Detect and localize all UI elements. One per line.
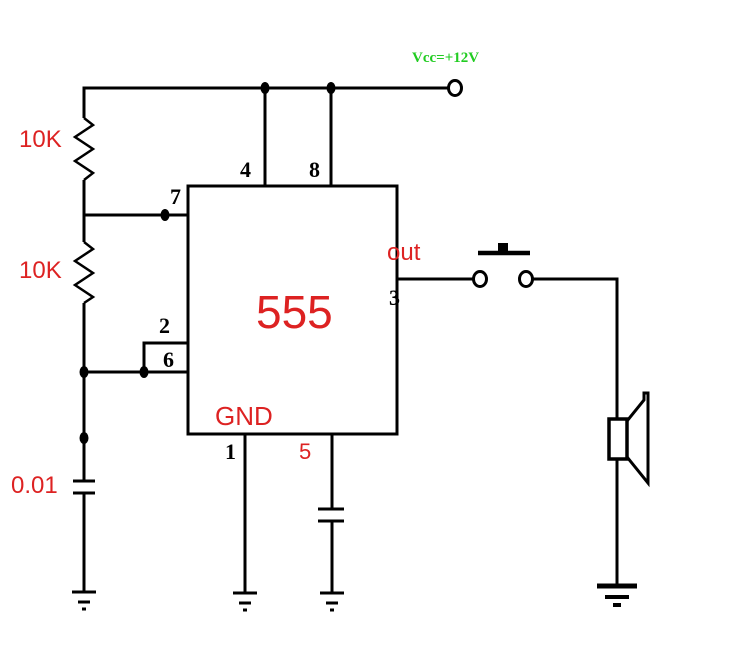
- resistor-r1-icon: [72, 117, 96, 181]
- junction-dot: [160, 209, 170, 221]
- junction-dot: [79, 432, 89, 444]
- switch-knob: [498, 243, 508, 253]
- junction-dot: [260, 82, 270, 94]
- resistor-r1-label: 10K: [19, 126, 62, 153]
- pin2-wire: [142, 341, 188, 372]
- pin8-label: 8: [309, 157, 320, 182]
- output-label: out: [387, 239, 421, 266]
- junction-dot: [79, 366, 89, 378]
- pin3-label: 3: [389, 285, 400, 310]
- speaker-driver: [607, 417, 629, 461]
- ic-555-label: 555: [256, 286, 333, 338]
- pin5-label: 5: [299, 439, 312, 464]
- junction-dot: [326, 82, 336, 94]
- capacitor-c1-label: 0.01: [11, 472, 58, 499]
- pin6-label: 6: [163, 347, 174, 372]
- pin4-label: 4: [240, 157, 251, 182]
- switch-contact-right: [518, 270, 534, 288]
- ground-icon-pin5: [320, 591, 344, 612]
- resistor-r2-label: 10K: [19, 257, 62, 284]
- switch-contact-left: [472, 270, 488, 288]
- vcc-terminal-icon: [447, 79, 463, 97]
- speaker-icon: [607, 391, 650, 488]
- ic-555-box: [186, 184, 399, 436]
- pin1-label: 1: [225, 439, 236, 464]
- ground-icon-pin1: [233, 591, 257, 612]
- push-button-switch-icon: [472, 243, 534, 288]
- vcc-label: Vcc=+12V: [412, 50, 480, 66]
- gnd-label: GND: [215, 401, 273, 431]
- junction-dots: [79, 82, 336, 444]
- pin2-label: 2: [159, 313, 170, 338]
- pin7-label: 7: [170, 184, 181, 209]
- switch-to-speaker-wire: [533, 277, 619, 419]
- ground-icon-left: [72, 590, 96, 611]
- resistor-r2-icon: [72, 241, 96, 305]
- speaker-cone: [625, 391, 650, 488]
- junction-dot: [139, 366, 149, 378]
- ground-icon-speaker: [597, 583, 637, 607]
